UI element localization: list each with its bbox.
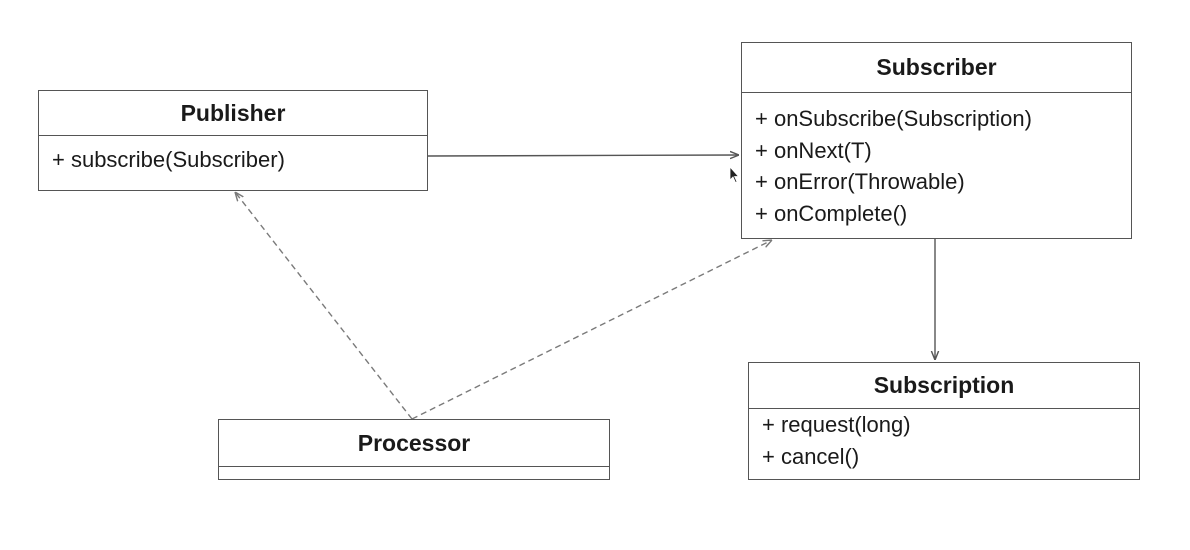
publisher-class-box[interactable]: Publisher + subscribe(Subscriber) xyxy=(38,90,428,191)
processor-class-box[interactable]: Processor xyxy=(218,419,610,480)
subscriber-members: + onSubscribe(Subscription) + onNext(T) … xyxy=(742,93,1131,229)
subscription-class-name: Subscription xyxy=(749,363,1139,409)
subscription-member: + request(long) xyxy=(762,412,911,437)
mouse-pointer-icon xyxy=(729,166,740,184)
subscription-class-box[interactable]: Subscription + request(long) + cancel() xyxy=(748,362,1140,480)
processor-members-empty xyxy=(219,467,609,479)
subscriber-member: + onComplete() xyxy=(755,200,908,226)
subscriber-member: + onSubscribe(Subscription) xyxy=(755,106,1032,131)
association-publisher-subscriber xyxy=(427,155,739,156)
subscription-member: + cancel() xyxy=(762,443,860,469)
processor-class-name: Processor xyxy=(219,420,609,467)
publisher-members: + subscribe(Subscriber) xyxy=(39,136,427,176)
dependency-processor-subscriber xyxy=(411,240,772,420)
publisher-class-name: Publisher xyxy=(39,91,427,136)
publisher-member: + subscribe(Subscriber) xyxy=(52,147,285,172)
dependency-processor-publisher xyxy=(235,192,413,420)
subscriber-class-box[interactable]: Subscriber + onSubscribe(Subscription) +… xyxy=(741,42,1132,239)
subscriber-class-name: Subscriber xyxy=(742,43,1131,93)
subscription-members: + request(long) + cancel() xyxy=(749,409,1139,472)
subscriber-member: + onError(Throwable) xyxy=(755,169,965,194)
subscriber-member: + onNext(T) xyxy=(755,137,872,163)
